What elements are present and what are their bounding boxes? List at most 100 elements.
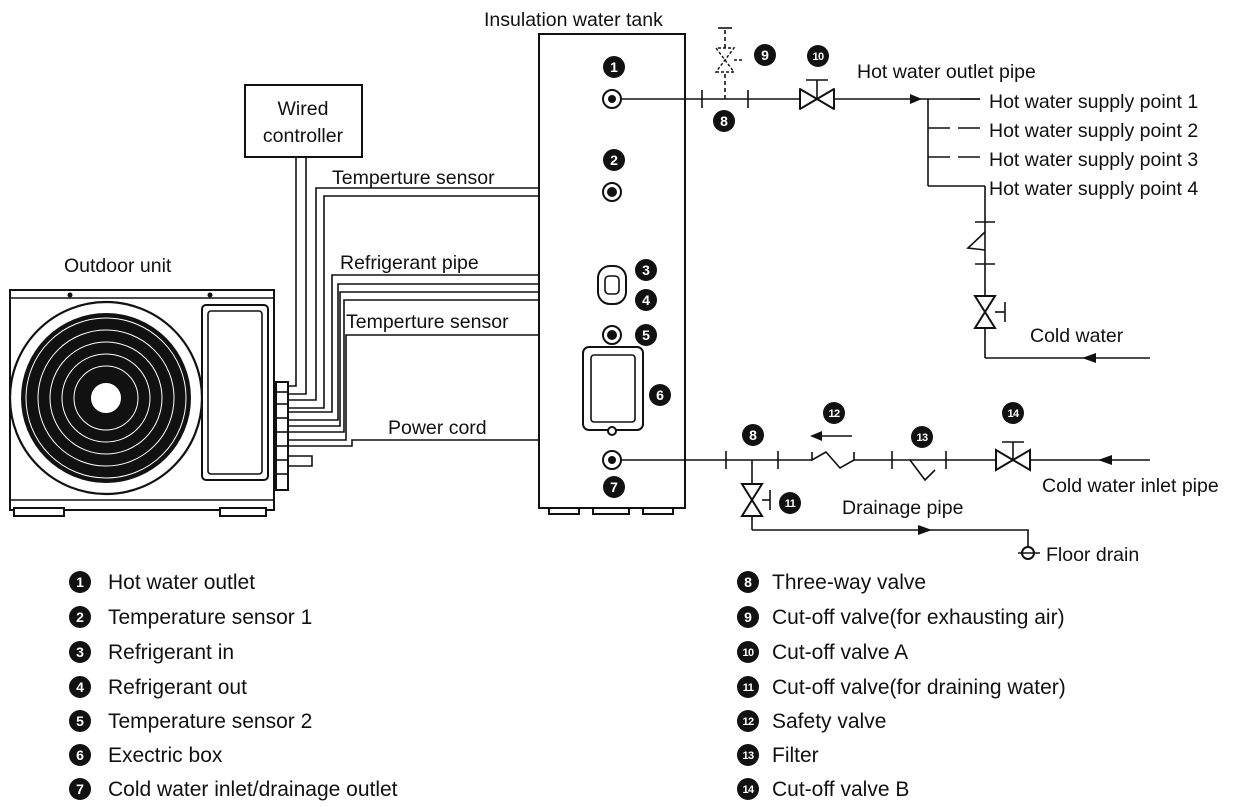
svg-text:Temperature sensor 2: Temperature sensor 2	[108, 710, 312, 733]
marker-3: 3	[635, 259, 657, 281]
svg-text:Filter: Filter	[772, 744, 819, 767]
legend-item-7: 7 Cold water inlet/drainage outlet	[69, 778, 398, 801]
cut-off-valve-b-icon	[995, 441, 1031, 472]
cold-water-label: Cold water	[1030, 325, 1124, 347]
hot-water-outlet-pipe	[621, 27, 1150, 363]
svg-text:Cut-off valve(for draining wat: Cut-off valve(for draining water)	[772, 676, 1066, 699]
marker-4: 4	[635, 289, 657, 311]
drainage-pipe-label: Drainage pipe	[842, 497, 963, 519]
tank-label: Insulation water tank	[484, 9, 663, 31]
legend-item-5: 5 Temperature sensor 2	[69, 710, 312, 733]
svg-text:Three-way valve: Three-way valve	[772, 571, 926, 594]
svg-text:Temperature sensor 1: Temperature sensor 1	[108, 606, 312, 629]
safety-valve-icon	[810, 431, 996, 470]
svg-text:4: 4	[76, 679, 84, 695]
svg-text:Refrigerant in: Refrigerant in	[108, 641, 234, 664]
supply-point-4: Hot water supply point 4	[989, 178, 1198, 200]
outdoor-connectors	[275, 381, 289, 491]
svg-text:Exectric box: Exectric box	[108, 744, 223, 767]
legend-item-13: 13 Filter	[737, 744, 819, 767]
svg-text:5: 5	[642, 327, 650, 343]
marker-2: 2	[603, 149, 625, 171]
svg-text:Cold water inlet/drainage outl: Cold water inlet/drainage outlet	[108, 778, 398, 801]
insulation-water-tank	[538, 33, 686, 515]
svg-text:7: 7	[76, 781, 84, 797]
svg-text:2: 2	[76, 609, 84, 625]
temperature-sensor-label-a: Temperture sensor	[332, 167, 495, 189]
wired-controller-label-line2: controller	[263, 125, 344, 147]
legend-item-1: 1 Hot water outlet	[69, 571, 255, 594]
supply-point-1: Hot water supply point 1	[989, 91, 1198, 113]
svg-text:9: 9	[744, 609, 752, 625]
marker-6: 6	[649, 384, 671, 406]
connection-cables	[288, 157, 612, 467]
wired-controller: Wired controller	[244, 84, 363, 158]
svg-text:1: 1	[610, 59, 618, 75]
svg-text:3: 3	[642, 262, 650, 278]
svg-text:13: 13	[742, 750, 754, 762]
outdoor-unit	[8, 289, 289, 517]
legend-item-12: 12 Safety valve	[737, 710, 886, 733]
svg-text:10: 10	[742, 647, 754, 659]
marker-14: 14	[1002, 402, 1024, 424]
floor-drain-label: Floor drain	[1046, 544, 1139, 566]
marker-7: 7	[603, 476, 625, 498]
svg-text:Hot water outlet: Hot water outlet	[108, 571, 255, 594]
svg-text:9: 9	[761, 47, 769, 63]
svg-text:3: 3	[76, 644, 84, 660]
svg-text:8: 8	[720, 113, 728, 129]
marker-1: 1	[603, 56, 625, 78]
svg-text:Cut-off valve A: Cut-off valve A	[772, 641, 908, 664]
svg-text:5: 5	[76, 713, 84, 729]
svg-text:11: 11	[785, 498, 796, 510]
svg-text:11: 11	[743, 682, 754, 694]
legend-right: 8 Three-way valve 9 Cut-off valve(for exha…	[737, 571, 1066, 801]
svg-text:Safety valve: Safety valve	[772, 710, 886, 733]
marker-13: 13	[911, 426, 933, 448]
refrigerant-pipe-label: Refrigerant pipe	[340, 252, 479, 274]
legend-item-11: 11 Cut-off valve(for draining water)	[737, 676, 1066, 699]
legend-item-14: 14 Cut-off valve B	[737, 778, 909, 801]
marker-11: 11	[779, 492, 801, 514]
marker-10: 10	[807, 45, 829, 67]
svg-text:Cut-off valve(for exhausting a: Cut-off valve(for exhausting air)	[772, 606, 1065, 629]
svg-text:12: 12	[828, 408, 840, 420]
electric-box-icon	[582, 346, 644, 431]
marker-5: 5	[635, 324, 657, 346]
supply-point-2: Hot water supply point 2	[989, 120, 1198, 142]
hot-water-outlet-pipe-label: Hot water outlet pipe	[857, 61, 1036, 83]
wired-controller-label-line1: Wired	[278, 98, 329, 120]
svg-text:1: 1	[76, 574, 84, 590]
svg-text:Refrigerant out: Refrigerant out	[108, 676, 247, 699]
drain-valve-icon	[740, 483, 764, 517]
cut-off-valve-a-icon	[799, 79, 835, 110]
svg-text:Cut-off valve B: Cut-off valve B	[772, 778, 909, 801]
fan-icon	[8, 300, 204, 496]
temperature-sensor-label-b: Temperture sensor	[346, 311, 509, 333]
svg-text:14: 14	[1007, 408, 1020, 420]
svg-text:10: 10	[812, 51, 824, 63]
svg-text:8: 8	[749, 427, 757, 443]
legend-item-6: 6 Exectric box	[69, 744, 223, 767]
legend-item-4: 4 Refrigerant out	[69, 676, 247, 699]
legend-item-8: 8 Three-way valve	[737, 571, 926, 594]
outdoor-unit-label: Outdoor unit	[64, 255, 172, 277]
filter-icon	[909, 459, 936, 482]
supply-point-3: Hot water supply point 3	[989, 149, 1198, 171]
svg-text:12: 12	[742, 716, 754, 728]
svg-text:6: 6	[76, 747, 84, 763]
legend-item-10: 10 Cut-off valve A	[737, 641, 908, 664]
marker-8-bottom: 8	[742, 424, 764, 446]
cold-water-inlet-pipe	[621, 431, 1150, 560]
svg-text:8: 8	[744, 574, 752, 590]
legend-item-9: 9 Cut-off valve(for exhausting air)	[737, 606, 1065, 629]
marker-12: 12	[823, 402, 845, 424]
refrigerant-port-icon	[597, 265, 627, 305]
svg-text:7: 7	[610, 479, 618, 495]
marker-8-top: 8	[713, 110, 735, 132]
marker-9: 9	[754, 44, 776, 66]
svg-text:2: 2	[610, 152, 618, 168]
svg-text:14: 14	[742, 784, 755, 796]
